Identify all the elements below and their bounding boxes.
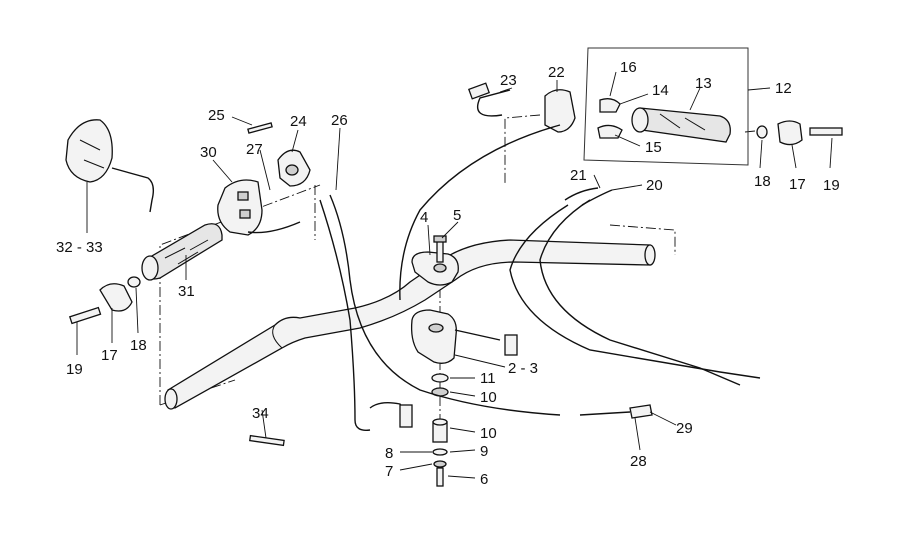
label-31: 31 <box>178 283 195 300</box>
label-14: 14 <box>652 82 669 99</box>
left-switch-cluster <box>217 179 301 236</box>
label-5: 5 <box>453 207 461 224</box>
upper-clamp <box>411 251 459 286</box>
label-9: 9 <box>480 443 488 460</box>
label-18-left: 18 <box>130 337 147 354</box>
throttle-housing <box>544 89 576 133</box>
label-18-right: 18 <box>754 173 771 190</box>
left-bar-end-weight <box>68 276 141 325</box>
label-4: 4 <box>420 209 428 226</box>
label-15: 15 <box>645 139 662 156</box>
throttle-group-frame <box>583 47 749 166</box>
label-20: 20 <box>646 177 663 194</box>
band-clip-34 <box>249 434 285 447</box>
screw-25 <box>247 122 273 134</box>
label-6: 6 <box>480 471 488 488</box>
label-19-left: 19 <box>66 361 83 378</box>
clamp-bolt <box>433 235 447 263</box>
label-22: 22 <box>548 64 565 81</box>
label-27: 27 <box>246 141 263 158</box>
label-28: 28 <box>630 453 647 470</box>
throttle-cable-pulley <box>597 98 623 139</box>
label-10-upper: 10 <box>480 389 497 406</box>
left-mirror <box>65 119 155 213</box>
cables <box>319 89 761 431</box>
label-10-lower: 10 <box>480 425 497 442</box>
label-26: 26 <box>331 112 348 129</box>
label-24: 24 <box>290 113 307 130</box>
label-30: 30 <box>200 144 217 161</box>
leader-lines <box>76 71 833 479</box>
left-grip <box>141 223 223 281</box>
label-34: 34 <box>252 405 269 422</box>
label-16: 16 <box>620 59 637 76</box>
label-11: 11 <box>480 370 496 387</box>
rubber-bush-stack <box>431 373 449 487</box>
lower-clamp <box>410 309 457 364</box>
callout-labels: 32 - 33 31 17 18 19 30 25 27 24 26 4 5 2… <box>56 59 840 488</box>
connector-23 <box>467 82 491 100</box>
label-23: 23 <box>500 72 517 89</box>
label-17-left: 17 <box>101 347 118 364</box>
label-29: 29 <box>676 420 693 437</box>
clutch-lever-clamp <box>277 149 311 187</box>
label-32-33: 32 - 33 <box>56 239 103 256</box>
label-12: 12 <box>775 80 792 97</box>
label-21: 21 <box>570 167 587 184</box>
label-8: 8 <box>385 445 393 462</box>
label-2-3: 2 - 3 <box>508 360 538 377</box>
right-bar-end-weight <box>756 120 843 146</box>
throttle-grip <box>631 107 731 143</box>
label-25: 25 <box>208 107 225 124</box>
label-7: 7 <box>385 463 393 480</box>
label-19-right: 19 <box>823 177 840 194</box>
label-13: 13 <box>695 75 712 92</box>
label-17-right: 17 <box>789 176 806 193</box>
